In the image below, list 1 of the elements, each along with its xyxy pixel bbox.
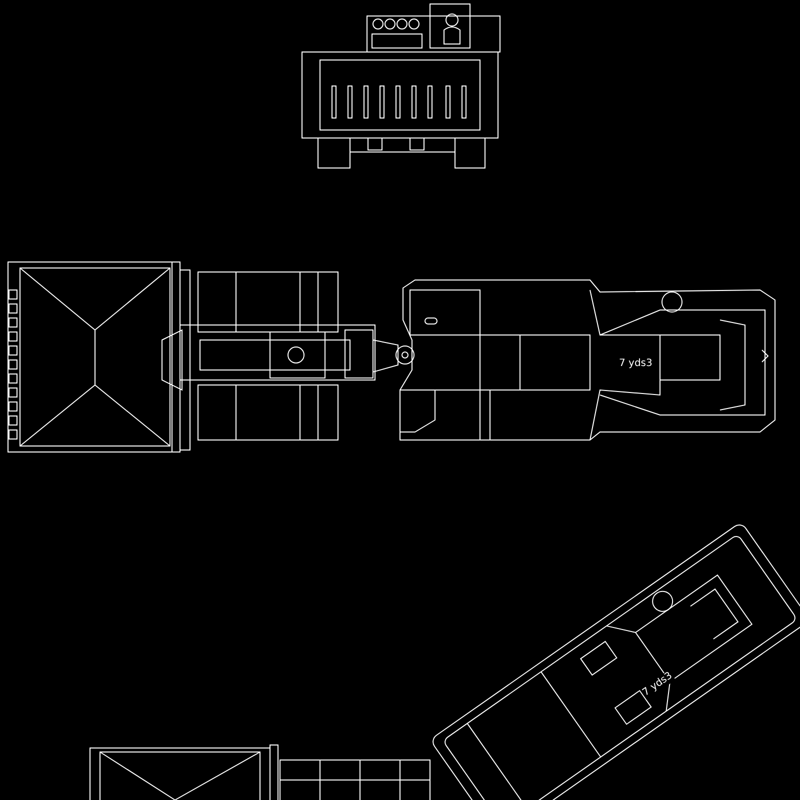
capacity-label: 7 yds3 xyxy=(618,358,654,370)
